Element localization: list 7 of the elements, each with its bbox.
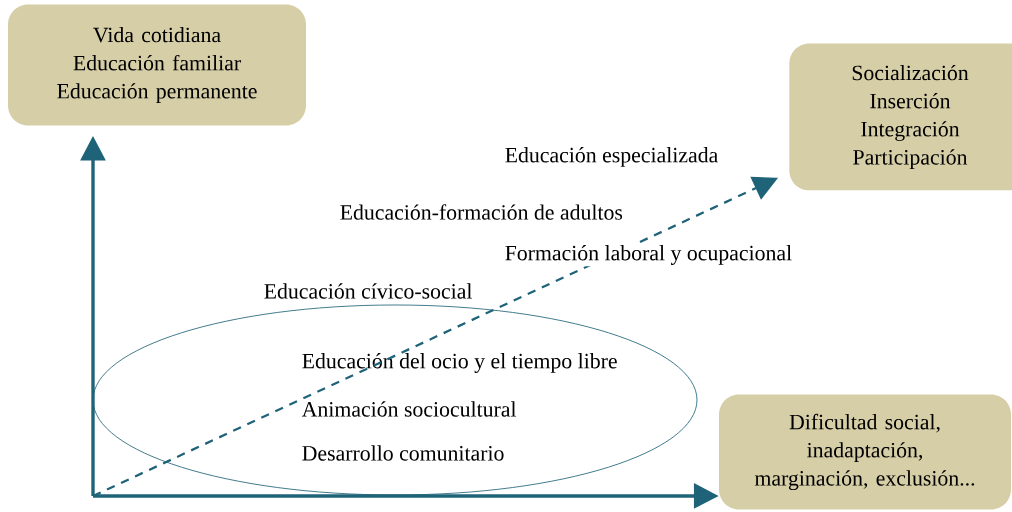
- text-label: Educación-formación de adultos: [338, 202, 625, 222]
- text-label: Formación laboral y ocupacional: [503, 243, 794, 267]
- rounded-box: Socialización Inserción Integración Participación: [789, 43, 1012, 191]
- text-label: Educación cívico-social: [262, 281, 474, 301]
- text-label: Educación especializada: [503, 145, 720, 169]
- rounded-box: Dificultad social, inadaptación, marginación, exclusión...: [719, 394, 1011, 510]
- rounded-box: Vida cotidiana Educación familiar Educación permanente: [8, 4, 306, 126]
